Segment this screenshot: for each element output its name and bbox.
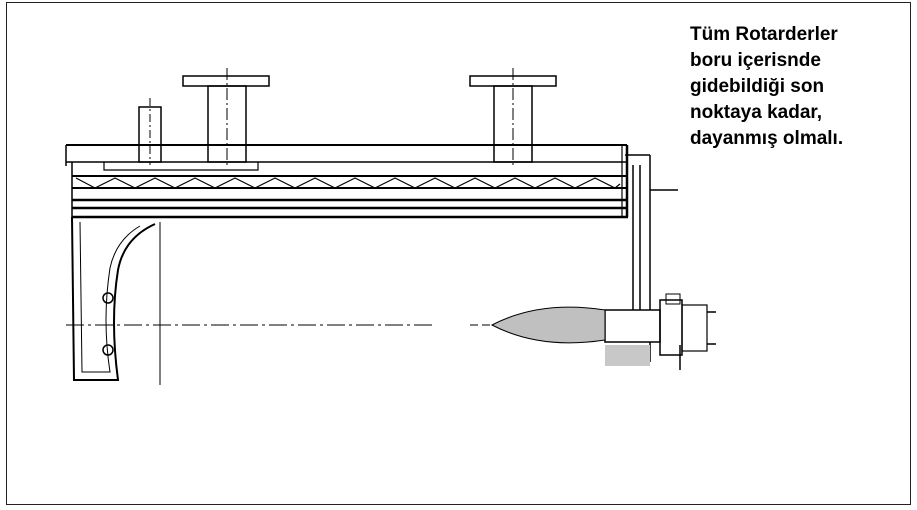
instruction-note: Tüm Rotarderler boru içerisnde gidebildi… [690,22,910,152]
left-nozzle [182,68,270,165]
right-nozzle [469,68,557,165]
diagram-frame [6,2,911,505]
note-line: gidebildiği son [690,76,825,97]
note-line: Tüm Rotarderler [690,24,838,45]
rotarder-zigzag [75,177,621,189]
boiler-shell [65,144,629,222]
front-door [71,216,161,385]
rear-pipe [625,154,678,310]
note-line: noktaya kadar, [690,102,823,123]
burner-base-shade [605,345,650,366]
flame-shape [490,306,606,344]
note-line: dayanmış olmalı. [690,128,844,149]
small-stub [138,98,162,165]
note-line: boru içerisnde [690,50,821,71]
